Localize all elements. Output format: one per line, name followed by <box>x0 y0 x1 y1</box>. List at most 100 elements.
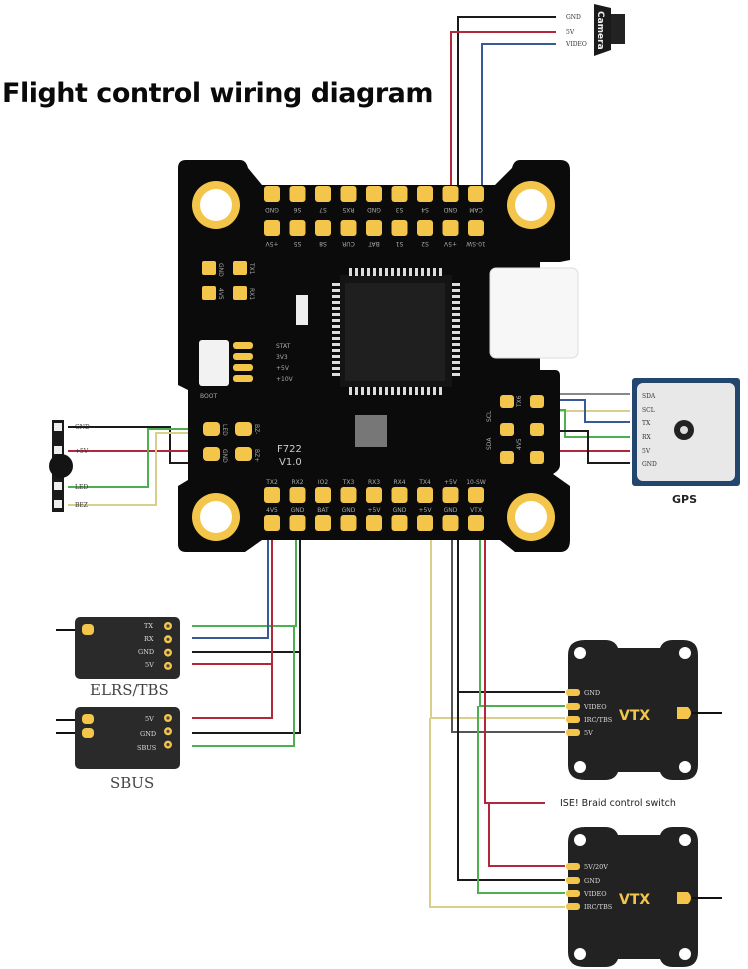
solder-pad <box>442 487 459 503</box>
solder-pad <box>442 220 459 236</box>
wire-vtx2-power <box>488 803 565 867</box>
solder-pad <box>289 487 306 503</box>
led-label-5v: +5V <box>276 365 290 372</box>
gps-pads: SDA SCL TX6 4V5 <box>486 395 544 464</box>
wire-vtx1-5v <box>451 502 565 733</box>
led-strip-module: GND +5V LED BEZ <box>49 420 90 512</box>
gps-pin-scl: SCL <box>642 407 655 414</box>
wire-camera-video <box>481 43 556 198</box>
wire-vtx2-video <box>477 706 565 894</box>
solder-pad <box>340 220 357 236</box>
pad-label: 10-SW <box>466 240 486 247</box>
pad-label: TX2 <box>265 479 278 486</box>
pad-label: S1 <box>396 240 404 247</box>
solder-pad <box>442 515 459 531</box>
camera-module: GND 5V VIDEO Camera <box>565 4 625 56</box>
led-buzzer-pads: LED BZ- GND BZ+ <box>203 422 260 463</box>
pad-label: +5V <box>444 479 458 486</box>
led-strip-pin: +5V <box>75 448 89 455</box>
pad-label: GND <box>342 507 356 514</box>
gps-pin-rx: RX <box>642 434 652 441</box>
sbus-pin-5v: 5V <box>145 715 154 723</box>
elrs-pin-tx: TX <box>144 622 153 630</box>
vtx1-pin: VIDEO <box>583 703 607 711</box>
pad-label: 4V5 <box>516 438 523 450</box>
pad-label: +5V <box>265 240 279 247</box>
vtx1-pin: 5V <box>584 729 593 737</box>
vtx2-pin: 5V/20V <box>584 863 608 871</box>
pad-label: BZ- <box>253 424 260 434</box>
pad-label: S8 <box>319 240 327 247</box>
pad-label: GND <box>291 507 305 514</box>
wire-camera-gnd <box>457 16 556 198</box>
pad-label: S2 <box>421 240 429 247</box>
wire-vtx2-irc <box>429 718 565 908</box>
gps-pin-5v: 5V <box>642 448 651 455</box>
vtx1-label: VTX <box>619 708 650 724</box>
solder-pad <box>468 487 484 503</box>
pad-label: 4V5 <box>266 507 278 514</box>
wire-switch <box>484 502 545 804</box>
boot-button[interactable] <box>199 340 229 386</box>
boot-label: BOOT <box>200 393 217 400</box>
wire-vtx1-gnd <box>457 530 565 693</box>
solder-pad <box>264 487 280 503</box>
pad-label: IO2 <box>318 479 328 486</box>
solder-pad <box>417 515 433 531</box>
pad-label: S5 <box>294 240 302 247</box>
vtx2-pin: GND <box>584 877 600 885</box>
vtx1-pin: GND <box>584 689 600 697</box>
vtx2-antenna-connector <box>677 892 691 904</box>
pad-label: 10-SW <box>466 479 486 486</box>
pad-label: SDA <box>486 437 493 450</box>
sbus-pin-sbus: SBUS <box>137 744 156 752</box>
diagram-title: Flight control wiring diagram <box>2 78 434 109</box>
pad-label: LED <box>221 424 228 436</box>
pad-label: S4 <box>421 206 429 213</box>
solder-pad <box>468 220 484 236</box>
solder-pad <box>289 515 306 531</box>
wire-vtx2-gnd <box>457 692 565 881</box>
vtx2-pin: VIDEO <box>583 890 607 898</box>
elrs-label: ELRS/TBS <box>90 681 169 699</box>
wire-sbus-gnd <box>192 652 301 734</box>
gps-pin-gnd: GND <box>642 461 657 468</box>
imu-chip <box>355 415 387 447</box>
wire-led-signal <box>68 428 215 488</box>
wire-gps-tx <box>540 399 630 423</box>
solder-pad <box>264 220 280 236</box>
pad-label: BAT <box>317 507 329 514</box>
wire-camera-5v <box>450 31 556 228</box>
solder-pad <box>315 515 331 531</box>
gps-pin-tx: TX <box>642 420 651 427</box>
pad-label: SCL <box>486 410 493 422</box>
pad-label: +5V <box>368 507 382 514</box>
board-version: V1.0 <box>279 457 302 468</box>
pad-label: 4V5 <box>217 288 224 300</box>
wire-sbus-5v <box>192 664 273 719</box>
solder-pad <box>264 515 280 531</box>
wire-gps-gnd <box>540 430 630 464</box>
vtx1-antenna-connector <box>677 707 691 719</box>
solder-pad <box>391 487 408 503</box>
camera-label: Camera <box>595 11 605 50</box>
gps-pin-sda: SDA <box>642 393 656 400</box>
camera-pin-gnd: GND <box>566 14 581 21</box>
pad-label: S6 <box>294 206 302 213</box>
solder-pad <box>315 487 331 503</box>
solder-pad <box>468 515 484 531</box>
pad-label: +5V <box>443 240 457 247</box>
solder-pad <box>289 186 306 202</box>
pad-label: RX4 <box>393 479 405 486</box>
pad-label: GND <box>443 206 457 213</box>
pad-label: TX6 <box>516 395 523 408</box>
vtx-module-1: GND VIDEO IRC/TBS 5V VTX <box>566 640 722 780</box>
vtx-module-2: 5V/20V GND VIDEO IRC/TBS VTX <box>566 827 722 967</box>
usb-c-port[interactable] <box>489 267 579 359</box>
vtx2-label: VTX <box>619 892 650 908</box>
pad-label: RX1 <box>248 288 255 300</box>
pad-label: TX1 <box>248 262 255 275</box>
